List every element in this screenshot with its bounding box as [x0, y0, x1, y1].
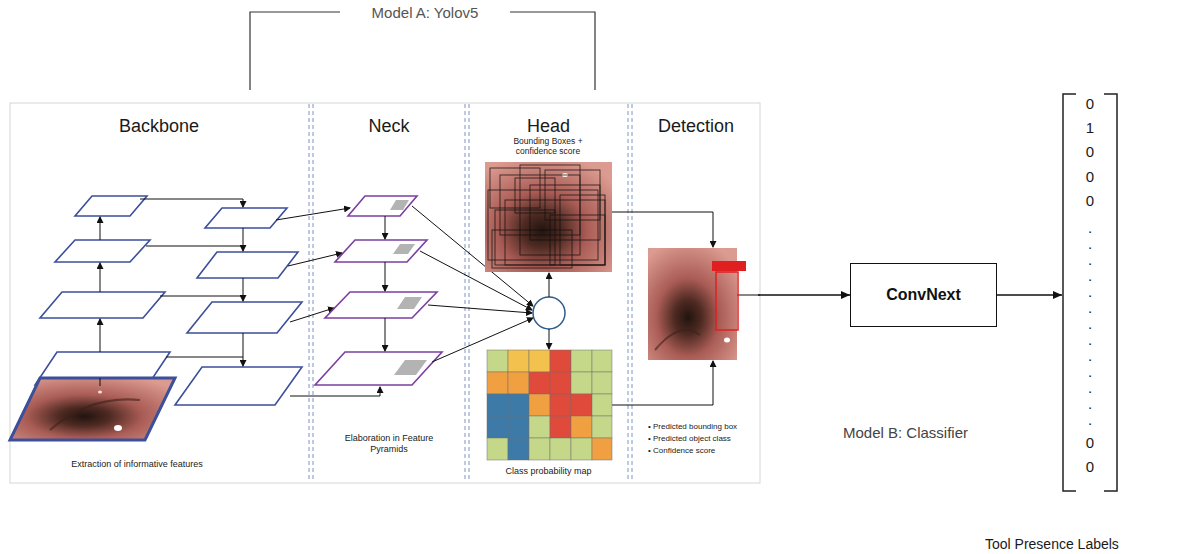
backbone-panel: BackboneExtraction of informative featur… — [12, 106, 306, 480]
label-value: . — [1062, 379, 1118, 397]
label-value: . — [1062, 299, 1118, 317]
detection-panel: Detection • Predicted bounding box • Predi… — [634, 106, 758, 480]
label-value: . — [1062, 411, 1118, 429]
head-bbox-image — [485, 162, 612, 272]
label-value: . — [1062, 267, 1118, 285]
class-probability-grid — [487, 350, 612, 460]
classifier-box: ConvNext — [850, 263, 997, 327]
image-caption: Bounding Boxes + confidence score — [498, 136, 598, 156]
label-vector: 01000.............00Tool Presence Labels — [1062, 93, 1118, 492]
label-value: . — [1062, 219, 1118, 237]
fusion-circle — [533, 297, 565, 329]
flow-arrow — [997, 294, 1062, 295]
label-value: 1 — [1062, 119, 1118, 137]
label-value: . — [1062, 315, 1118, 333]
model-label: Model A: Yolov5 — [340, 4, 510, 22]
bullet-item: • Predicted bounding box — [648, 422, 758, 432]
label-value: . — [1062, 395, 1118, 413]
panel-separators — [309, 104, 632, 482]
label-value: 0 — [1062, 143, 1118, 161]
panel-heading: Detection — [634, 116, 758, 138]
model-label: Model B: Classifier — [843, 424, 1043, 442]
neck-panel: NeckElaboration in Feature Pyramids — [316, 106, 462, 480]
head-arrows — [549, 212, 760, 405]
vector-caption: Tool Presence Labels — [985, 536, 1119, 553]
panel-caption: Elaboration in Feature Pyramids — [341, 433, 437, 455]
bullet-item: • Confidence score — [648, 446, 758, 456]
flow-arrow — [758, 294, 850, 295]
model-bracket — [250, 12, 595, 90]
detection-image — [648, 248, 746, 360]
backbone-input-image — [10, 378, 175, 440]
panel-heading: Head — [471, 116, 626, 138]
backbone-planes — [35, 196, 302, 405]
label-value: . — [1062, 363, 1118, 381]
label-value: 0 — [1062, 168, 1118, 186]
label-value: . — [1062, 347, 1118, 365]
panel-heading: Backbone — [12, 116, 306, 138]
label-value: 0 — [1062, 434, 1118, 452]
neck-planes — [315, 196, 442, 385]
label-value: . — [1062, 235, 1118, 253]
panel-heading: Neck — [316, 116, 462, 138]
figure-frame — [10, 103, 760, 483]
label-value: 0 — [1062, 192, 1118, 210]
label-value: 0 — [1062, 458, 1118, 476]
panel-caption: Extraction of informative features — [32, 459, 242, 470]
image-caption: Class probability map — [471, 466, 626, 477]
head-panel: HeadBounding Boxes + confidence scoreCla… — [471, 106, 626, 480]
bullet-item: • Predicted object class — [648, 434, 758, 444]
label-value: . — [1062, 331, 1118, 349]
label-value: . — [1062, 283, 1118, 301]
neck-patches — [390, 200, 427, 375]
label-value: . — [1062, 251, 1118, 269]
box-label: ConvNext — [886, 285, 961, 304]
label-value: 0 — [1062, 95, 1118, 113]
